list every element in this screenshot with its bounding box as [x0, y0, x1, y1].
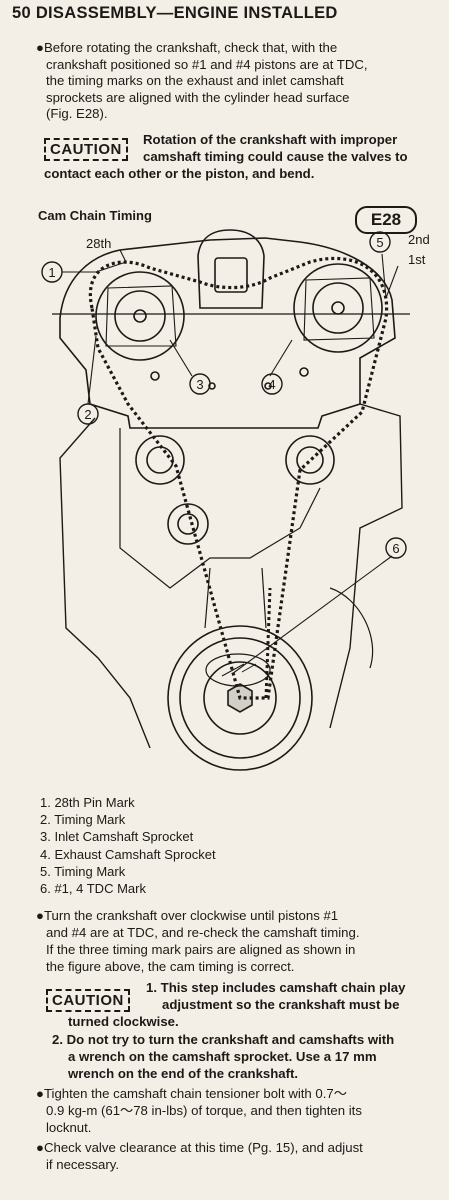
pin-1st-label: 1st: [408, 252, 426, 267]
turn-line: ●Turn the crankshaft over clockwise unti…: [36, 908, 339, 923]
inlet-sprocket-hub: [114, 290, 166, 342]
check-line: if necessary.: [46, 1157, 120, 1172]
check-line: ●Check valve clearance at this time (Pg.…: [36, 1140, 363, 1155]
caution-line: a wrench on the camshaft sprocket. Use a…: [68, 1049, 377, 1064]
turn-line: If the three timing mark pairs are align…: [46, 942, 356, 957]
caution-line: camshaft timing could cause the valves t…: [143, 149, 408, 164]
caution-line: adjustment so the crankshaft must be: [162, 997, 400, 1012]
intro-line: (Fig. E28).: [46, 106, 108, 121]
inlet-sprocket: [95, 271, 185, 361]
intro-line: the timing marks on the exhaust and inle…: [46, 73, 344, 88]
caution-line: wrench on the end of the crankshaft.: [68, 1066, 299, 1081]
figure-legend: 1. 28th Pin Mark 2. Timing Mark 3. Inlet…: [40, 794, 216, 897]
tighten-line: 0.9 kg-m (61～78 in-lbs) of torque, and t…: [46, 1103, 362, 1118]
caution-line: 2. Do not try to turn the crankshaft and…: [52, 1032, 395, 1047]
caution-label-2: CAUTION: [46, 989, 130, 1012]
intro-line: sprockets are aligned with the cylinder …: [46, 89, 350, 105]
caution-line: turned clockwise.: [68, 1014, 179, 1029]
caution-line: Rotation of the crankshaft with improper: [143, 132, 398, 147]
figure-caption: Cam Chain Timing: [38, 208, 152, 223]
caution-line: 1. This step includes camshaft chain pla…: [146, 980, 406, 995]
exhaust-sprocket-hub: [312, 282, 364, 334]
callout-6: 6: [392, 541, 399, 556]
legend-item: 6. #1, 4 TDC Mark: [40, 881, 146, 897]
cam-chain: [88, 256, 389, 700]
idler-left: [135, 435, 185, 485]
legend-item: 1. 28th Pin Mark: [40, 795, 135, 810]
tighten-line: locknut.: [46, 1120, 92, 1135]
pin-28th-label: 28th: [86, 236, 111, 251]
legend-item: 5. Timing Mark: [40, 863, 126, 879]
intro-line: ●Before rotating the crankshaft, check t…: [36, 40, 338, 55]
crankshaft-pulley: [167, 625, 313, 771]
idler-right: [285, 435, 335, 485]
caution-label: CAUTION: [44, 138, 128, 161]
callout-1: 1: [48, 265, 55, 280]
callout-4: 4: [268, 377, 275, 392]
figure-label: E28: [355, 206, 417, 234]
caution-line: contact each other or the piston, and be…: [44, 166, 315, 181]
callout-5: 5: [376, 235, 383, 250]
turn-line: and #4 are at TDC, and re-check the cams…: [46, 925, 360, 940]
crankshaft-bolt: [227, 683, 253, 713]
legend-item: 3. Inlet Camshaft Sprocket: [40, 829, 194, 845]
callout-3: 3: [196, 377, 203, 392]
tensioner-pulley: [167, 503, 209, 545]
cam-chain-diagram: 1 2 3 4 5 6 28th 2nd 1st: [41, 229, 430, 771]
callout-2: 2: [84, 407, 91, 422]
pin-2nd-label: 2nd: [408, 232, 430, 247]
page-header: 50 DISASSEMBLY—ENGINE INSTALLED: [12, 4, 338, 22]
exhaust-sprocket: [293, 263, 383, 353]
intro-line: crankshaft positioned so #1 and #4 pisto…: [46, 56, 368, 72]
turn-line: the figure above, the cam timing is corr…: [46, 959, 295, 974]
legend-item: 2. Timing Mark: [40, 812, 126, 828]
cylinder-head-outline: [59, 237, 396, 429]
tighten-line: ●Tighten the camshaft chain tensioner bo…: [36, 1086, 347, 1101]
legend-item: 4. Exhaust Camshaft Sprocket: [40, 846, 216, 862]
